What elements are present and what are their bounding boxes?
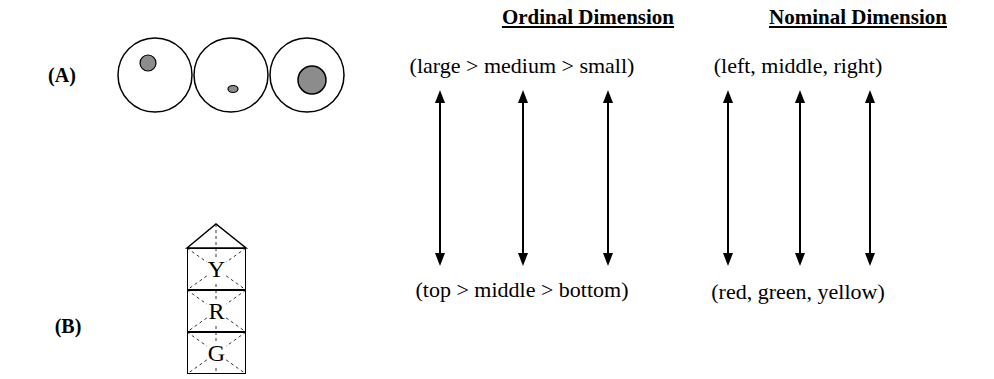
circle-stimuli xyxy=(118,38,344,112)
dimension-values: (left, middle, right) xyxy=(714,53,883,79)
block-letter: G xyxy=(207,341,226,365)
dimension-values: (red, green, yellow) xyxy=(711,279,884,305)
tower-illustration xyxy=(187,224,246,374)
tower-block: Y xyxy=(187,248,246,290)
arrow-head xyxy=(435,253,445,266)
arrow-head xyxy=(435,90,445,103)
mapping-arrow xyxy=(607,100,609,256)
arrow-head xyxy=(723,90,733,103)
arrow-head xyxy=(865,90,875,103)
column-heading: Ordinal Dimension xyxy=(502,5,674,30)
mapping-arrow xyxy=(522,100,524,256)
arrow-head xyxy=(723,253,733,266)
dimension-values: (large > medium > small) xyxy=(410,53,635,79)
arrow-head xyxy=(518,90,528,103)
arrow-head xyxy=(795,90,805,103)
arrow-head xyxy=(518,253,528,266)
mapping-arrows xyxy=(435,90,875,266)
arrow-head xyxy=(603,253,613,266)
mapping-arrow xyxy=(799,100,801,256)
tower-block: R xyxy=(187,290,246,332)
arrow-head xyxy=(795,253,805,266)
block-letter: Y xyxy=(207,257,226,281)
dimension-values: (top > middle > bottom) xyxy=(415,277,628,303)
mapping-arrow xyxy=(869,100,871,256)
column-heading: Nominal Dimension xyxy=(769,5,947,30)
panel-tag: (A) xyxy=(48,63,76,87)
arrow-head xyxy=(603,90,613,103)
mapping-arrow xyxy=(439,100,441,256)
tower-block: G xyxy=(187,332,246,374)
panel-tag: (B) xyxy=(55,314,82,338)
block-letter: R xyxy=(207,299,225,323)
arrow-head xyxy=(865,253,875,266)
mapping-arrow xyxy=(727,100,729,256)
